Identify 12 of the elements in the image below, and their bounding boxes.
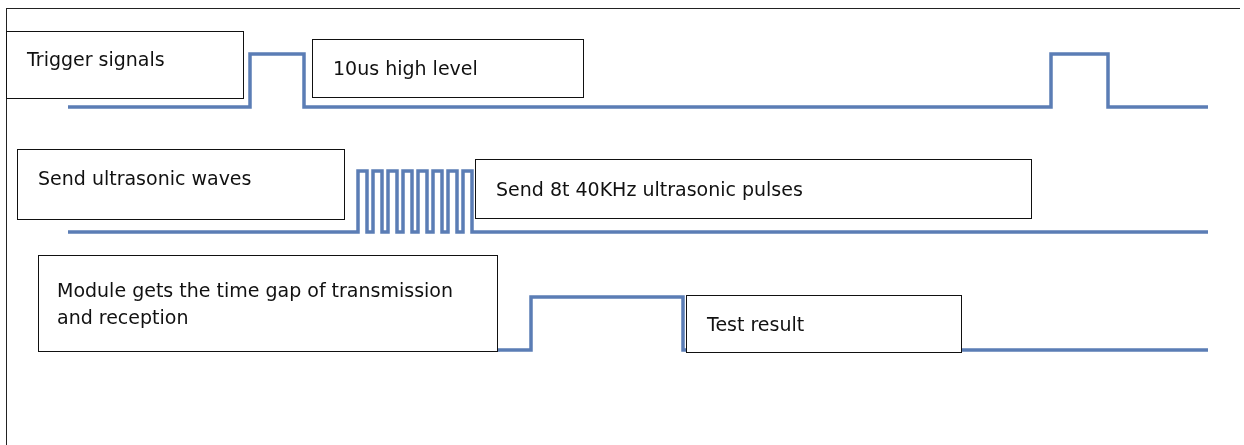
label-text: 10us high level — [333, 56, 478, 82]
label-text: Test result — [707, 311, 805, 337]
label-box — [6, 31, 244, 99]
label-box — [38, 255, 498, 352]
label-box — [475, 159, 1032, 219]
label-text: Send 8t 40KHz ultrasonic pulses — [496, 176, 803, 202]
label-text: Trigger signals — [27, 46, 165, 72]
label-box — [312, 39, 584, 98]
label-text: Send ultrasonic waves — [38, 166, 252, 192]
label-box — [686, 295, 962, 353]
label-text: Module gets the time gap of transmission and reception — [57, 277, 454, 330]
label-box — [17, 149, 345, 220]
